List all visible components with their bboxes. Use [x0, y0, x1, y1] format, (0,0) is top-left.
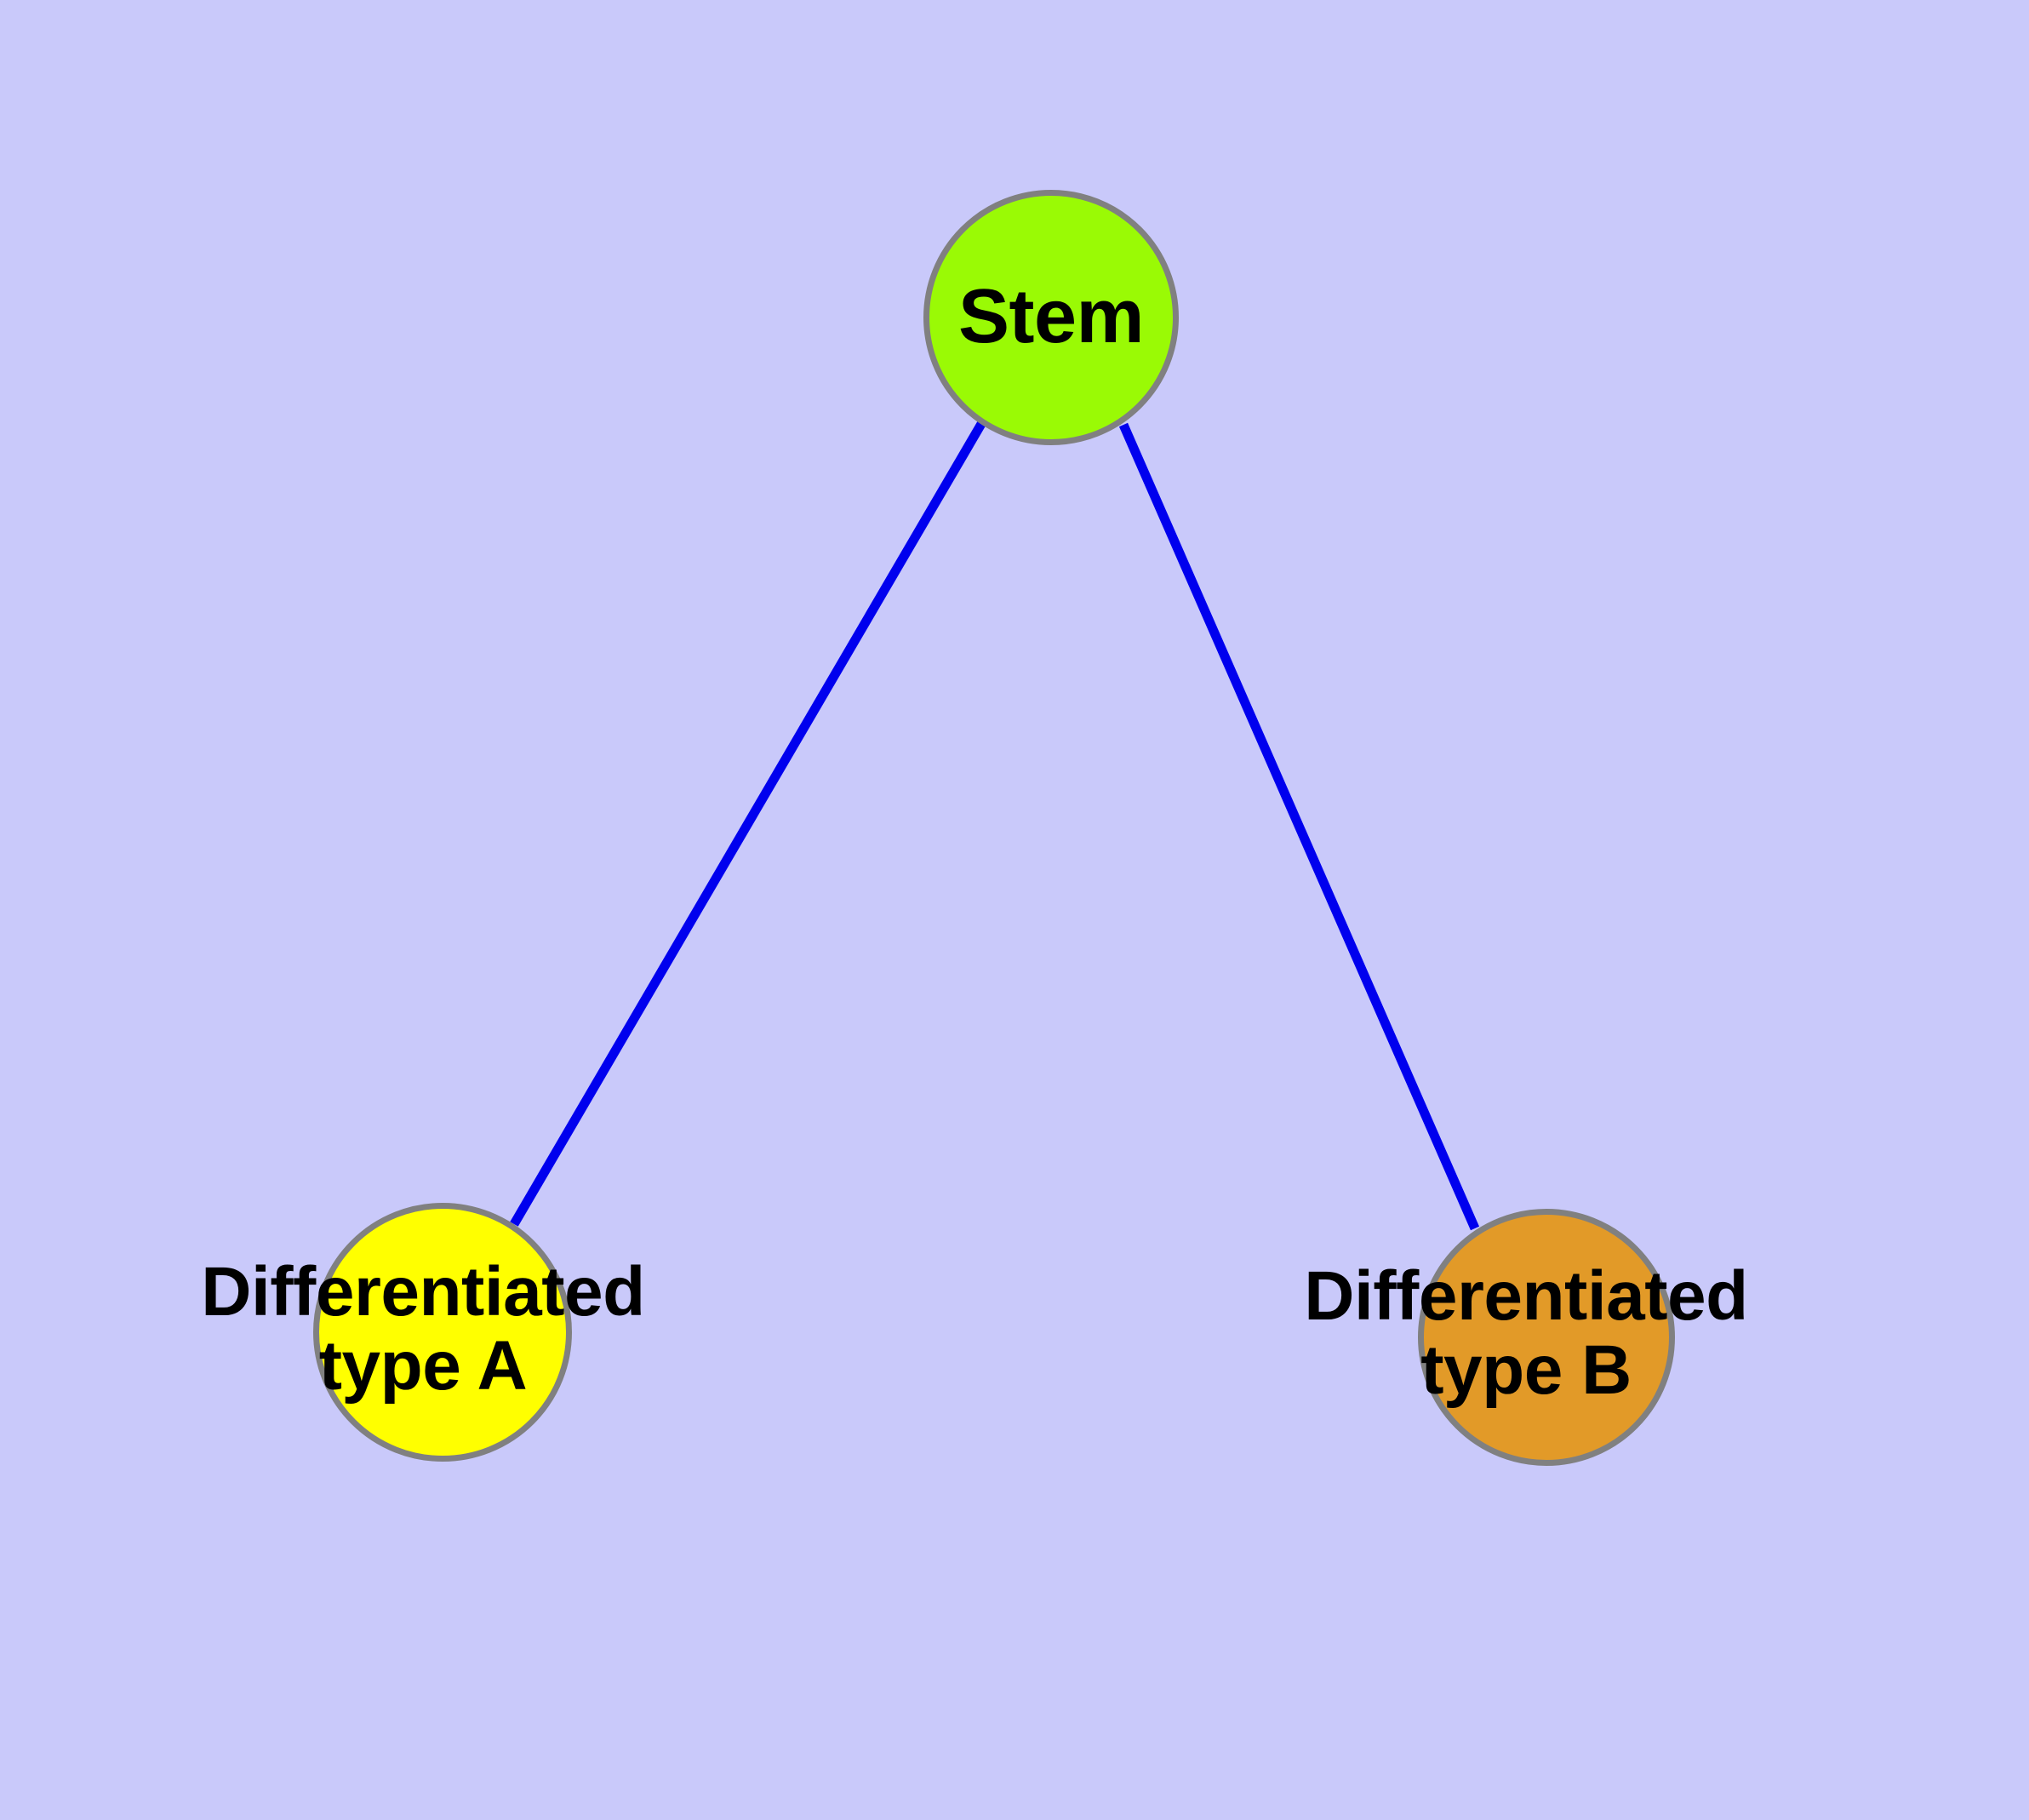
- node-differentiated-type-a[interactable]: [313, 1203, 572, 1462]
- node-differentiated-type-b[interactable]: [1418, 1209, 1675, 1466]
- node-stem[interactable]: [923, 190, 1179, 445]
- edge-stem-to-differentiated-type-b[interactable]: [1118, 422, 1480, 1231]
- edge-stem-to-differentiated-type-a[interactable]: [510, 421, 986, 1227]
